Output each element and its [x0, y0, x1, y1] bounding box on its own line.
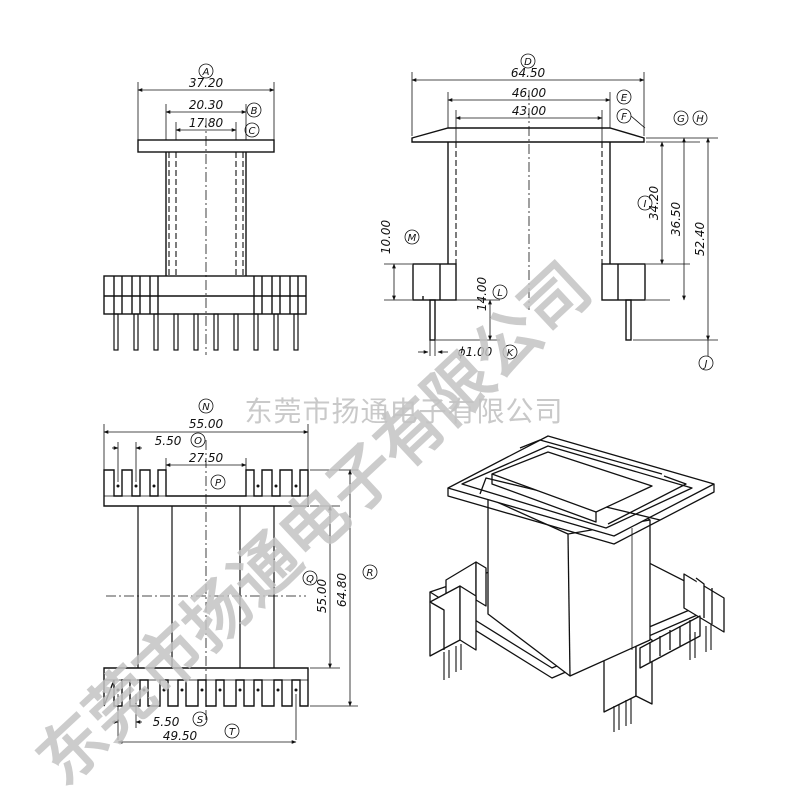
dim-B: 20.30 [189, 98, 224, 112]
dim-S: 5.50 [153, 715, 180, 729]
dim-C: 17.80 [189, 116, 224, 130]
dim-O: 5.50 [155, 434, 182, 448]
iso-pins [443, 624, 712, 732]
side-right-foot [601, 263, 646, 301]
dim-Q: 55.00 [315, 578, 329, 613]
dim-F: 43.00 [512, 104, 547, 118]
front-dims [137, 63, 275, 140]
bubble-I: I [644, 199, 647, 210]
side-left-pin [429, 299, 436, 341]
bubble-L: L [497, 288, 503, 299]
bubble-S: S [197, 715, 204, 726]
dim-K: ɸ1.00 [458, 345, 493, 359]
bubble-Q: Q [306, 574, 314, 585]
bubble-K: K [507, 348, 515, 359]
top-pin-dots [116, 484, 298, 692]
front-hidden-lines [168, 152, 244, 275]
top-view [103, 398, 378, 744]
front-fins [113, 276, 299, 314]
dim-E: 46.00 [512, 86, 547, 100]
bubble-R: R [367, 568, 374, 579]
dim-N: 55.00 [189, 417, 224, 431]
bubble-T: T [229, 727, 236, 738]
dim-M: 10.00 [379, 219, 393, 254]
dim-I-outer: 36.50 [669, 201, 683, 236]
front-pins [113, 313, 299, 351]
top-dims [103, 398, 378, 744]
front-base [103, 275, 307, 315]
bubble-J: J [703, 359, 708, 370]
bubble-P: P [215, 478, 222, 489]
bubble-C: C [249, 126, 256, 137]
watermark-line: 东莞市扬通电子有限公司 [244, 395, 563, 428]
dim-I: 34.20 [647, 185, 661, 220]
dim-R: 64.80 [335, 572, 349, 607]
dim-D: 64.50 [511, 66, 546, 80]
dim-L: 14.00 [475, 276, 489, 311]
bubble-N: N [202, 402, 210, 413]
top-comb-lower [103, 667, 309, 707]
bubble-F: F [621, 112, 627, 123]
bubble-B: B [251, 106, 258, 117]
bubble-A: A [202, 67, 210, 78]
bubble-G: G [677, 114, 685, 125]
dim-T: 49.50 [163, 729, 198, 743]
bubble-O: O [194, 436, 202, 447]
bubble-H: H [696, 114, 704, 125]
bubble-D: D [524, 57, 532, 68]
bubble-E: E [621, 93, 628, 104]
side-flange [411, 127, 645, 143]
isometric-view [429, 435, 725, 732]
front-view [103, 63, 307, 355]
top-body-lines [137, 506, 275, 668]
bubble-M: M [408, 233, 417, 244]
dim-A: 37.20 [189, 76, 224, 90]
side-view [384, 53, 718, 371]
dim-H: 52.40 [693, 221, 707, 256]
iso-left-foot [429, 585, 461, 657]
side-hidden-lines [455, 142, 603, 264]
side-dims [384, 53, 718, 371]
side-right-pin [625, 299, 632, 341]
dim-P: 27.50 [189, 451, 224, 465]
side-left-foot [412, 263, 457, 301]
